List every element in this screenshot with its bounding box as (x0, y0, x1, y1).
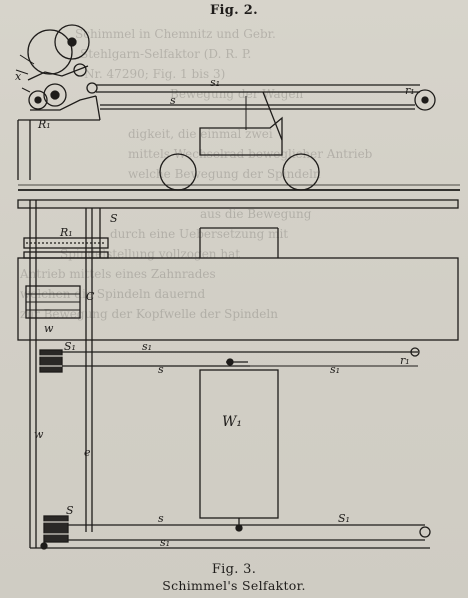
small-gear (86, 82, 98, 94)
ghost-line: Stehlgarn-Selfaktor (D. R. P. (80, 47, 251, 61)
ghost-line: Spindelstellung vollzogen hat (60, 247, 240, 261)
carriage-pin (226, 358, 234, 366)
carriage-w1 (199, 369, 279, 519)
frame-lines (15, 54, 35, 93)
carriage-rod (262, 91, 283, 141)
ghost-line: aus die Bewegung (200, 207, 312, 221)
upper-beam (17, 257, 459, 341)
label-e: e (84, 446, 91, 459)
figure-3-caption: Fig. 3. (211, 562, 257, 577)
small-gear (73, 63, 87, 77)
ghost-line: welche Bewegung der Spindeln (128, 167, 321, 181)
figure-3-drawing (17, 199, 459, 550)
pulley-hub (34, 96, 42, 104)
headstock-frame (17, 95, 101, 180)
corner-pin (40, 542, 48, 550)
label-w-mid: w (34, 428, 44, 441)
end-pulley-lower (419, 526, 431, 538)
ghost-line: Schimmel in Chemnitz und Gebr. (75, 27, 276, 41)
label-s1-right: s₁ (330, 363, 340, 376)
upper-gear-circle (54, 24, 90, 60)
label-s1-top: s₁ (142, 340, 152, 353)
gear-cluster (23, 251, 109, 259)
ghost-line: Antrieb mittels eines Zahnrades (19, 267, 216, 281)
label-r1-fig3: r₁ (400, 354, 410, 367)
label-s: s (170, 94, 176, 107)
label-S-bottom: S (66, 504, 74, 517)
coupling-upper (39, 349, 63, 373)
figure-2-drawing (15, 24, 460, 191)
label-s1: s₁ (210, 76, 220, 89)
label-w-upper: w (44, 322, 54, 335)
gear-hub (67, 37, 77, 47)
label-C: C (86, 290, 95, 303)
pulley-wheel (28, 90, 48, 110)
end-pulley (414, 89, 436, 111)
drive-wheel-hub (50, 90, 60, 100)
label-S1-left: S₁ (64, 340, 76, 353)
end-pulley-hub (421, 96, 429, 104)
label-s1-bottom: s₁ (160, 536, 170, 549)
figure-3-title: Schimmel's Selfaktor. (162, 578, 306, 593)
ghost-line: Nr. 47290; Fig. 1 bis 3) (84, 67, 225, 81)
label-s-top: s (158, 363, 164, 376)
label-R1-fig3: R₁ (59, 226, 73, 239)
ghost-line: mittels Wechselrad beweglicher Antrieb (128, 147, 373, 161)
figure-2-caption: Fig. 2. (210, 3, 258, 18)
ghost-line: welchen die Spindeln dauernd (20, 287, 206, 301)
top-frame-bar (17, 199, 459, 209)
carriage-body (199, 116, 283, 156)
gear-cluster (23, 237, 109, 249)
end-pulley-upper (410, 347, 420, 357)
ghost-line: Bewegung der Wagen (170, 87, 303, 101)
drive-wheel (43, 83, 67, 107)
label-S1-bottom: S₁ (338, 512, 350, 525)
gear-linkage (27, 65, 89, 81)
large-gear-circle (27, 29, 73, 75)
carriage-pin (235, 524, 243, 532)
ghost-line: zur Bewegung der Kopfwelle der Spindeln (20, 307, 278, 321)
label-s-bottom: s (158, 512, 164, 525)
label-R1: R₁ (37, 118, 51, 131)
label-W1: W₁ (222, 414, 242, 430)
ghost-line: durch eine Uebersetzung mit (110, 227, 288, 241)
label-r1: r₁ (405, 84, 415, 97)
coupling-lower (43, 515, 69, 543)
gear-linkage (30, 95, 97, 111)
label-x: x (15, 70, 22, 83)
label-S: S (110, 212, 118, 225)
